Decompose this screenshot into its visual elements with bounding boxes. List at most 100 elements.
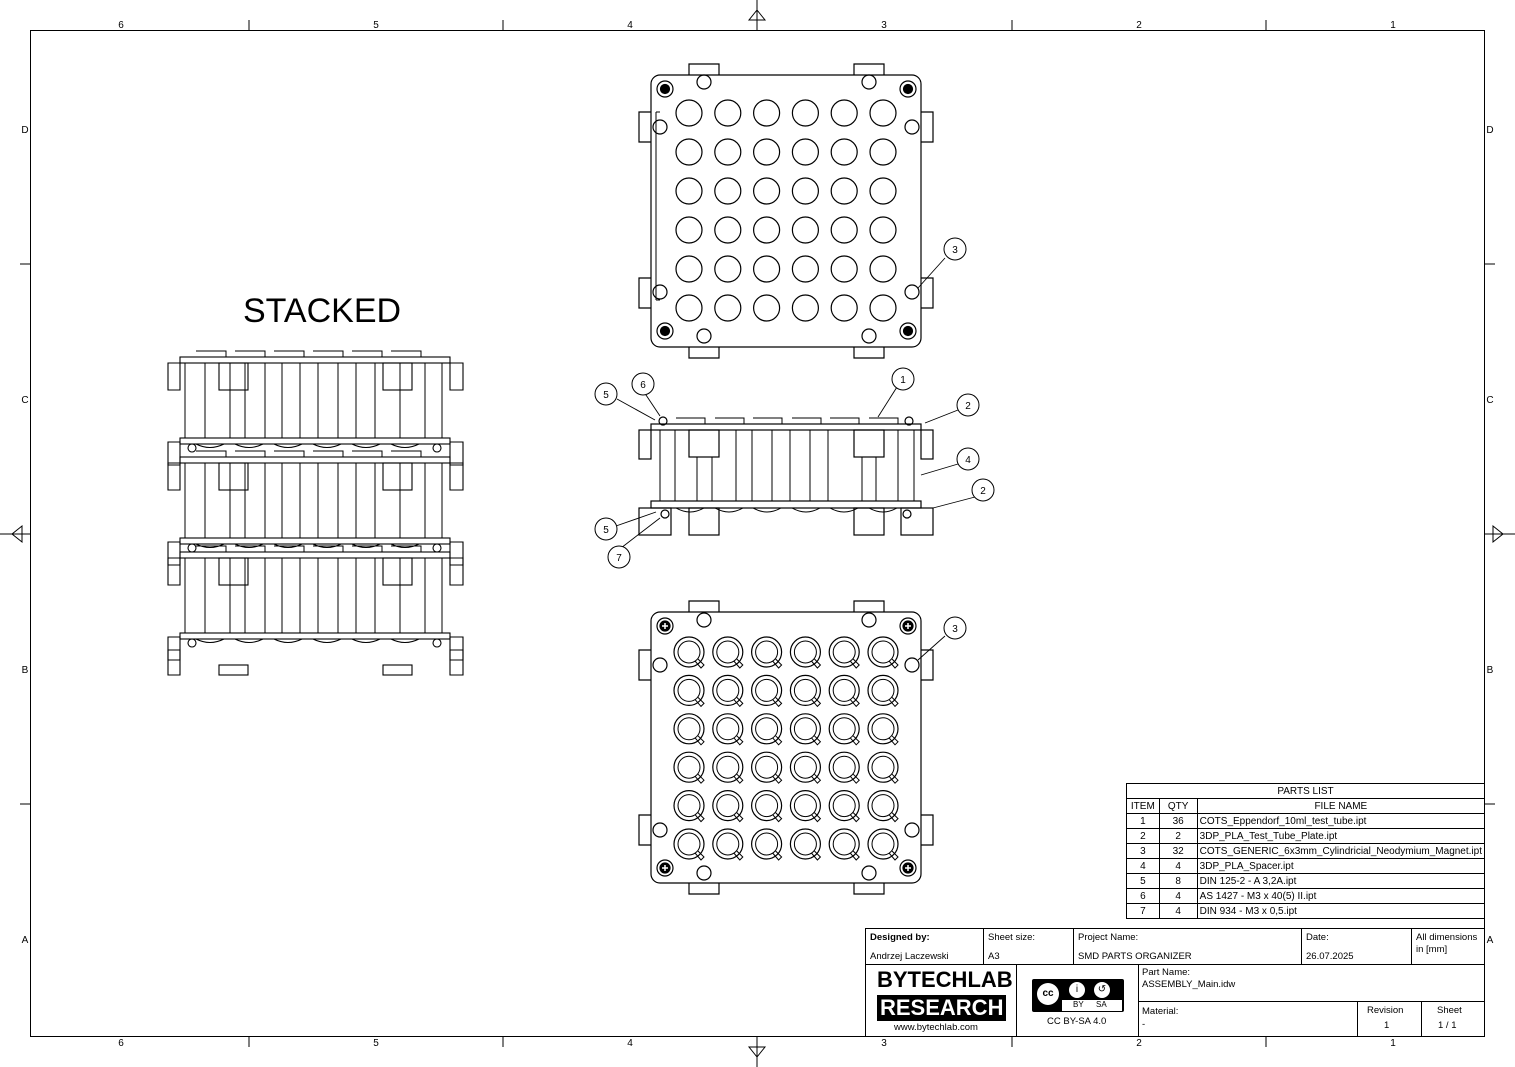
designed-by-value: Andrzej Laczewski — [870, 951, 949, 962]
zone-column-label: 1 — [1390, 1038, 1396, 1049]
parts-file-name: COTS_Eppendorf_10ml_test_tube.ipt — [1196, 813, 1486, 829]
logo-line2: RESEARCH — [877, 995, 1007, 1021]
item-balloon-number: 6 — [640, 380, 646, 391]
project-name-cell: Project Name: SMD PARTS ORGANIZER — [1073, 928, 1302, 965]
column-header-qty: QTY — [1158, 798, 1198, 814]
magnet-pocket — [750, 674, 783, 707]
tube-hole — [869, 216, 897, 244]
tube-hole — [752, 177, 781, 205]
item-balloon — [943, 616, 967, 640]
magnet-pocket — [828, 751, 860, 783]
tube-hole — [752, 138, 781, 166]
magnet-pocket — [789, 751, 822, 783]
part-name-cell: Part Name: ASSEMBLY_Main.idw — [1138, 964, 1485, 1002]
tube-hole — [830, 138, 858, 166]
tube-hole — [752, 255, 781, 283]
magnet-pocket — [867, 674, 899, 707]
tube-hole — [869, 99, 897, 127]
zone-column-label: 4 — [627, 1038, 633, 1049]
magnet-pocket — [750, 828, 783, 860]
date-cell: Date: 26.07.2025 — [1301, 928, 1412, 965]
parts-file-name: AS 1427 - M3 x 40(5) II.ipt — [1196, 888, 1486, 904]
zone-row-label: A — [1487, 935, 1494, 946]
revision-cell: Revision 1 — [1357, 1001, 1422, 1037]
tube-hole — [869, 255, 897, 283]
license-cell: cc i ↺ BY SA CC BY-SA 4.0 — [1016, 964, 1139, 1037]
parts-quantity: 2 — [1158, 828, 1198, 844]
tube-hole — [714, 216, 742, 244]
dimensions-note-line2: in [mm] — [1416, 944, 1448, 955]
item-balloon-number: 1 — [900, 375, 906, 386]
zone-row-label: A — [22, 935, 29, 946]
sheet-label: Sheet — [1437, 1005, 1462, 1016]
material-value: - — [1142, 1019, 1146, 1030]
magnet-pocket — [712, 674, 744, 707]
parts-item-number: 4 — [1126, 858, 1160, 874]
magnet-pocket — [673, 751, 705, 783]
parts-item-number: 5 — [1126, 873, 1160, 889]
zone-row-label: B — [22, 665, 29, 676]
magnet-pocket — [867, 828, 899, 860]
magnet-pocket — [867, 713, 899, 745]
tube-hole — [752, 99, 781, 127]
item-balloon — [594, 517, 618, 541]
part-name-label: Part Name: — [1142, 967, 1191, 978]
tube-hole — [675, 177, 703, 205]
item-balloon-number: 2 — [965, 401, 971, 412]
parts-file-name: COTS_GENERIC_6x3mm_Cylindricial_Neodymiu… — [1196, 843, 1486, 859]
zone-column-label: 5 — [373, 20, 379, 31]
zone-column-label: 3 — [881, 1038, 887, 1049]
magnet-pocket — [750, 636, 783, 668]
tube-hole — [830, 99, 858, 127]
material-label: Material: — [1142, 1006, 1179, 1017]
magnet-pocket — [789, 674, 822, 707]
website-link[interactable]: www.bytechlab.com — [894, 1022, 978, 1033]
stacked-view-label: STACKED — [243, 292, 402, 330]
tube-hole — [830, 177, 858, 205]
item-balloon-number: 3 — [952, 245, 958, 256]
zone-column-label: 6 — [118, 20, 124, 31]
item-balloon-number: 5 — [603, 525, 609, 536]
magnet-pocket — [789, 789, 822, 822]
zone-column-label: 2 — [1136, 1038, 1142, 1049]
item-balloon-number: 2 — [980, 486, 986, 497]
item-balloon-number: 7 — [616, 553, 622, 564]
tube-hole — [791, 138, 820, 166]
magnet-pocket — [712, 713, 744, 745]
designed-by-cell: Designed by: Andrzej Laczewski — [865, 928, 984, 965]
parts-quantity: 8 — [1158, 873, 1198, 889]
tube-hole — [675, 294, 703, 322]
zone-column-label: 2 — [1136, 20, 1142, 31]
item-balloon — [956, 447, 980, 471]
item-balloon — [971, 478, 995, 502]
tube-hole — [675, 216, 703, 244]
sheet-size-value: A3 — [988, 951, 1000, 962]
zone-row-label: C — [1486, 395, 1493, 406]
side-view — [638, 416, 934, 536]
magnet-pocket — [828, 636, 860, 668]
item-balloon — [607, 545, 631, 569]
revision-value: 1 — [1384, 1020, 1390, 1031]
magnet-pocket — [867, 789, 899, 822]
tube-hole — [791, 99, 820, 127]
parts-quantity: 4 — [1158, 903, 1198, 919]
parts-item-number: 6 — [1126, 888, 1160, 904]
stacked-module — [167, 350, 464, 466]
bottom-view — [638, 600, 934, 895]
logo-line1: BYTECHLAB — [877, 967, 1013, 992]
item-balloon — [891, 367, 915, 391]
tube-hole — [752, 294, 781, 322]
zone-row-label: D — [1486, 125, 1493, 136]
magnet-pocket — [867, 751, 899, 783]
zone-row-label: B — [1487, 665, 1494, 676]
project-name-value: SMD PARTS ORGANIZER — [1078, 951, 1192, 962]
parts-quantity: 36 — [1158, 813, 1198, 829]
tube-hole — [791, 177, 820, 205]
license-badge-sa: SA — [1096, 1000, 1107, 1009]
parts-file-name: 3DP_PLA_Spacer.ipt — [1196, 858, 1486, 874]
parts-file-name: DIN 934 - M3 x 0,5.ipt — [1196, 903, 1486, 919]
stacked-view — [167, 350, 464, 676]
